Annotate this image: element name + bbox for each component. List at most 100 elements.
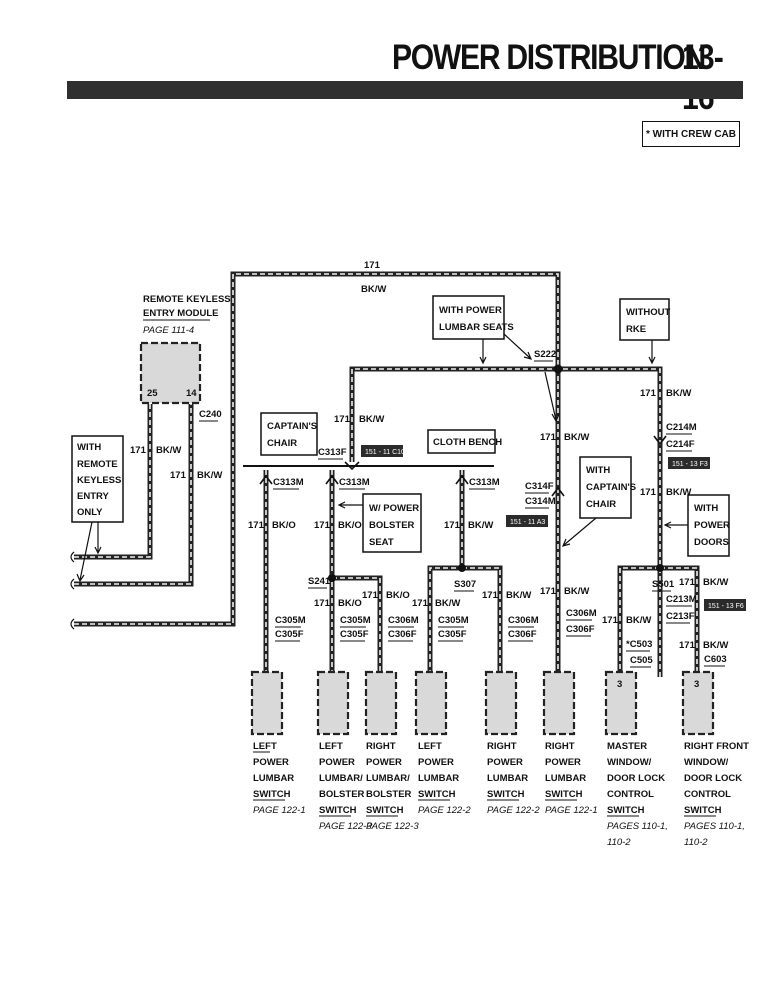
switch-box (316, 670, 350, 736)
component-3: LEFT POWER LUMBAR SWITCH PAGE 122-2 (414, 670, 471, 816)
connector-c305f: C305F (340, 629, 369, 640)
component-1: LEFT POWER LUMBAR/ BOLSTER SWITCH PAGE 1… (316, 670, 372, 832)
connector-c313f-icon (344, 461, 360, 471)
component-label: SWITCH (253, 789, 291, 800)
component-2: RIGHT POWER LUMBAR/ BOLSTER SWITCH PAGE … (364, 670, 419, 832)
circuit-number: 171 (679, 640, 696, 651)
circuit-number: 171 (130, 445, 147, 456)
wire-color-top: BK/W (361, 284, 386, 295)
note-arrow-icon (337, 501, 363, 509)
connector-c306f: C306F (566, 624, 595, 635)
component-label: POWER (319, 757, 355, 768)
wire-s241-branch-inner (331, 470, 381, 677)
connector-c314f: C314F (525, 481, 554, 492)
rke-module-box (139, 341, 202, 405)
connector-c313m: C313M (339, 477, 370, 488)
wire-color: BK/O (338, 598, 362, 609)
vehicle-model: 1997 F-250 HD/350/SUPER DUTY (589, 165, 721, 176)
connector-c213m: C213M (666, 594, 697, 605)
splice-dot-s501 (656, 564, 664, 572)
connector-c240: C240 (199, 409, 222, 420)
component-label: LUMBAR (253, 773, 294, 784)
component-label: DOOR LOCK (684, 773, 742, 784)
connector-icon (653, 435, 667, 446)
splice-dots (328, 364, 664, 582)
component-label: RIGHT FRONT (684, 741, 749, 752)
note-arrow-icon (479, 339, 487, 365)
note-box (427, 429, 496, 454)
connector-c213f: C213F (666, 611, 695, 622)
component-5: RIGHT POWER LUMBAR SWITCH PAGE 122-1 (542, 670, 598, 816)
component-label: POWER (487, 757, 523, 768)
connector-marks (259, 435, 667, 497)
note-with-power-lumbar: WITH POWER LUMBAR SEATS (432, 295, 533, 365)
note-box (71, 435, 124, 523)
component-page: PAGE 122-1 (253, 805, 306, 816)
note-line: KEYLESS (77, 475, 121, 486)
note-box (362, 493, 422, 553)
note-box (260, 412, 318, 456)
note-line: CLOTH BENCH (433, 437, 502, 448)
wire-color: BK/W (666, 388, 691, 399)
circuit-number-top: 171 (364, 260, 381, 271)
component-label: DOOR LOCK (607, 773, 665, 784)
reference-r2 (506, 515, 548, 527)
rke-page: PAGE 111-4 (143, 325, 194, 336)
connector-c314m: C314M (525, 496, 556, 507)
wire-end-icon (70, 618, 75, 630)
switch-box (414, 670, 448, 736)
component-label: POWER (418, 757, 454, 768)
component-6: 3 MASTER WINDOW/ DOOR LOCK CONTROL SWITC… (604, 670, 668, 848)
connector-c306m: C306M (508, 615, 539, 626)
wire-color: BK/W (197, 470, 222, 481)
wire-color: BK/W (359, 414, 384, 425)
circuit-number: 171 (540, 432, 557, 443)
note-line: CHAIR (586, 499, 616, 510)
circuit-number: 171 (248, 520, 265, 531)
wire-color: BK/W (156, 445, 181, 456)
component-label: LEFT (418, 741, 442, 752)
connector-c313m: C313M (273, 477, 304, 488)
circuit-number: 171 (640, 487, 657, 498)
component-label: CONTROL (607, 789, 654, 800)
connector-c214f: C214F (666, 439, 695, 450)
splice-dot-s222 (553, 364, 563, 374)
circuit-number: 171 (640, 388, 657, 399)
splice-s501: S501 (652, 579, 675, 590)
wire-rke-pin25-inner (74, 404, 151, 558)
connector-c305m: C305M (340, 615, 371, 626)
connector-c305f: C305F (438, 629, 467, 640)
reference-r3-text: 151 - 13 F3 (672, 461, 708, 468)
note-line: ENTRY (77, 491, 110, 502)
component-label: LUMBAR (418, 773, 459, 784)
note-box (579, 456, 632, 519)
lumbar-arrow-icon (544, 371, 560, 423)
circuit-number: 171 (314, 520, 331, 531)
reference-r2-text: 151 - 11 A3 (510, 519, 545, 526)
wire-s501-branch-inner (619, 567, 698, 677)
wire-color: BK/W (564, 432, 589, 443)
connector-c313f: C313F (318, 447, 347, 458)
remote-keyless-module: REMOTE KEYLESS ENTRY MODULE PAGE 111-4 2… (130, 294, 231, 481)
note-line: WITHOUT (626, 307, 671, 318)
note-cloth-bench: CLOTH BENCH (427, 429, 502, 454)
note-line: REMOTE (77, 459, 118, 470)
component-page: 110-2 (607, 837, 631, 848)
component-label: SWITCH (366, 805, 404, 816)
component-label: SWITCH (545, 789, 583, 800)
reference-r4 (704, 599, 746, 611)
note-line: ONLY (77, 507, 103, 518)
component-page: PAGE 122-3 (366, 821, 419, 832)
switch-box (484, 670, 518, 736)
component-label: RIGHT (366, 741, 396, 752)
connector-c305m: C305M (275, 615, 306, 626)
component-page: 110-2 (684, 837, 708, 848)
wire-group (74, 271, 700, 677)
note-captains-chair: CAPTAIN'S CHAIR (260, 412, 318, 456)
note-line: W/ POWER (369, 503, 419, 514)
note-arrow-icon (648, 340, 656, 365)
splice-s222: S222 (534, 349, 556, 360)
legend-crew-cab: * WITH CREW CAB (642, 121, 740, 147)
component-label: SWITCH (607, 805, 645, 816)
rke-pin-25: 25 (147, 388, 158, 399)
